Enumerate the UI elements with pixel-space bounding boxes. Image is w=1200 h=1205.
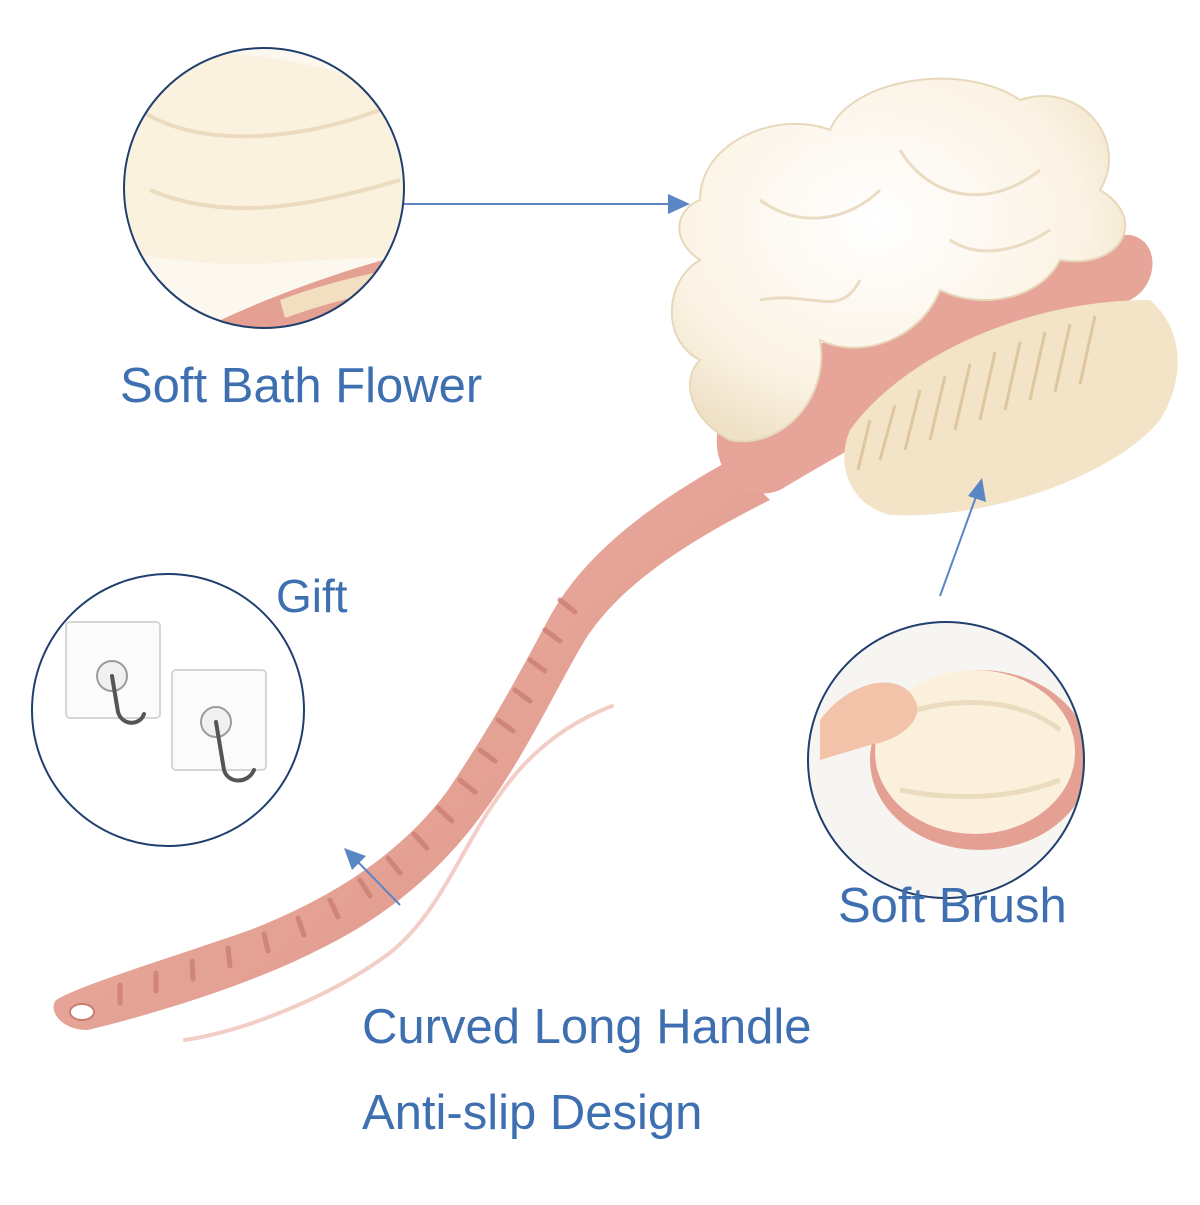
arrow-up-left-icon (344, 848, 366, 870)
anti-slip-design-label: Anti-slip Design (362, 1086, 703, 1140)
callout-arrows (344, 194, 986, 906)
hanging-hole (69, 1003, 95, 1021)
brush-head (716, 234, 1178, 516)
arrow-up-icon (968, 478, 986, 502)
brush-closeup-circle (807, 621, 1085, 899)
bath-flower (670, 77, 1127, 443)
soft-brush-label: Soft Brush (838, 879, 1067, 933)
arrow-right-icon (668, 194, 690, 214)
gift-label: Gift (276, 570, 348, 622)
curved-long-handle-label: Curved Long Handle (362, 1000, 812, 1054)
decorative-swoosh (183, 704, 614, 1042)
brush-handle (53, 460, 770, 1030)
flower-closeup-circle (123, 47, 405, 329)
soft-bath-flower-label: Soft Bath Flower (120, 359, 483, 413)
gift-hooks-circle (31, 573, 305, 847)
anti-slip-ridges (117, 597, 578, 1006)
soft-bristles (844, 300, 1178, 516)
